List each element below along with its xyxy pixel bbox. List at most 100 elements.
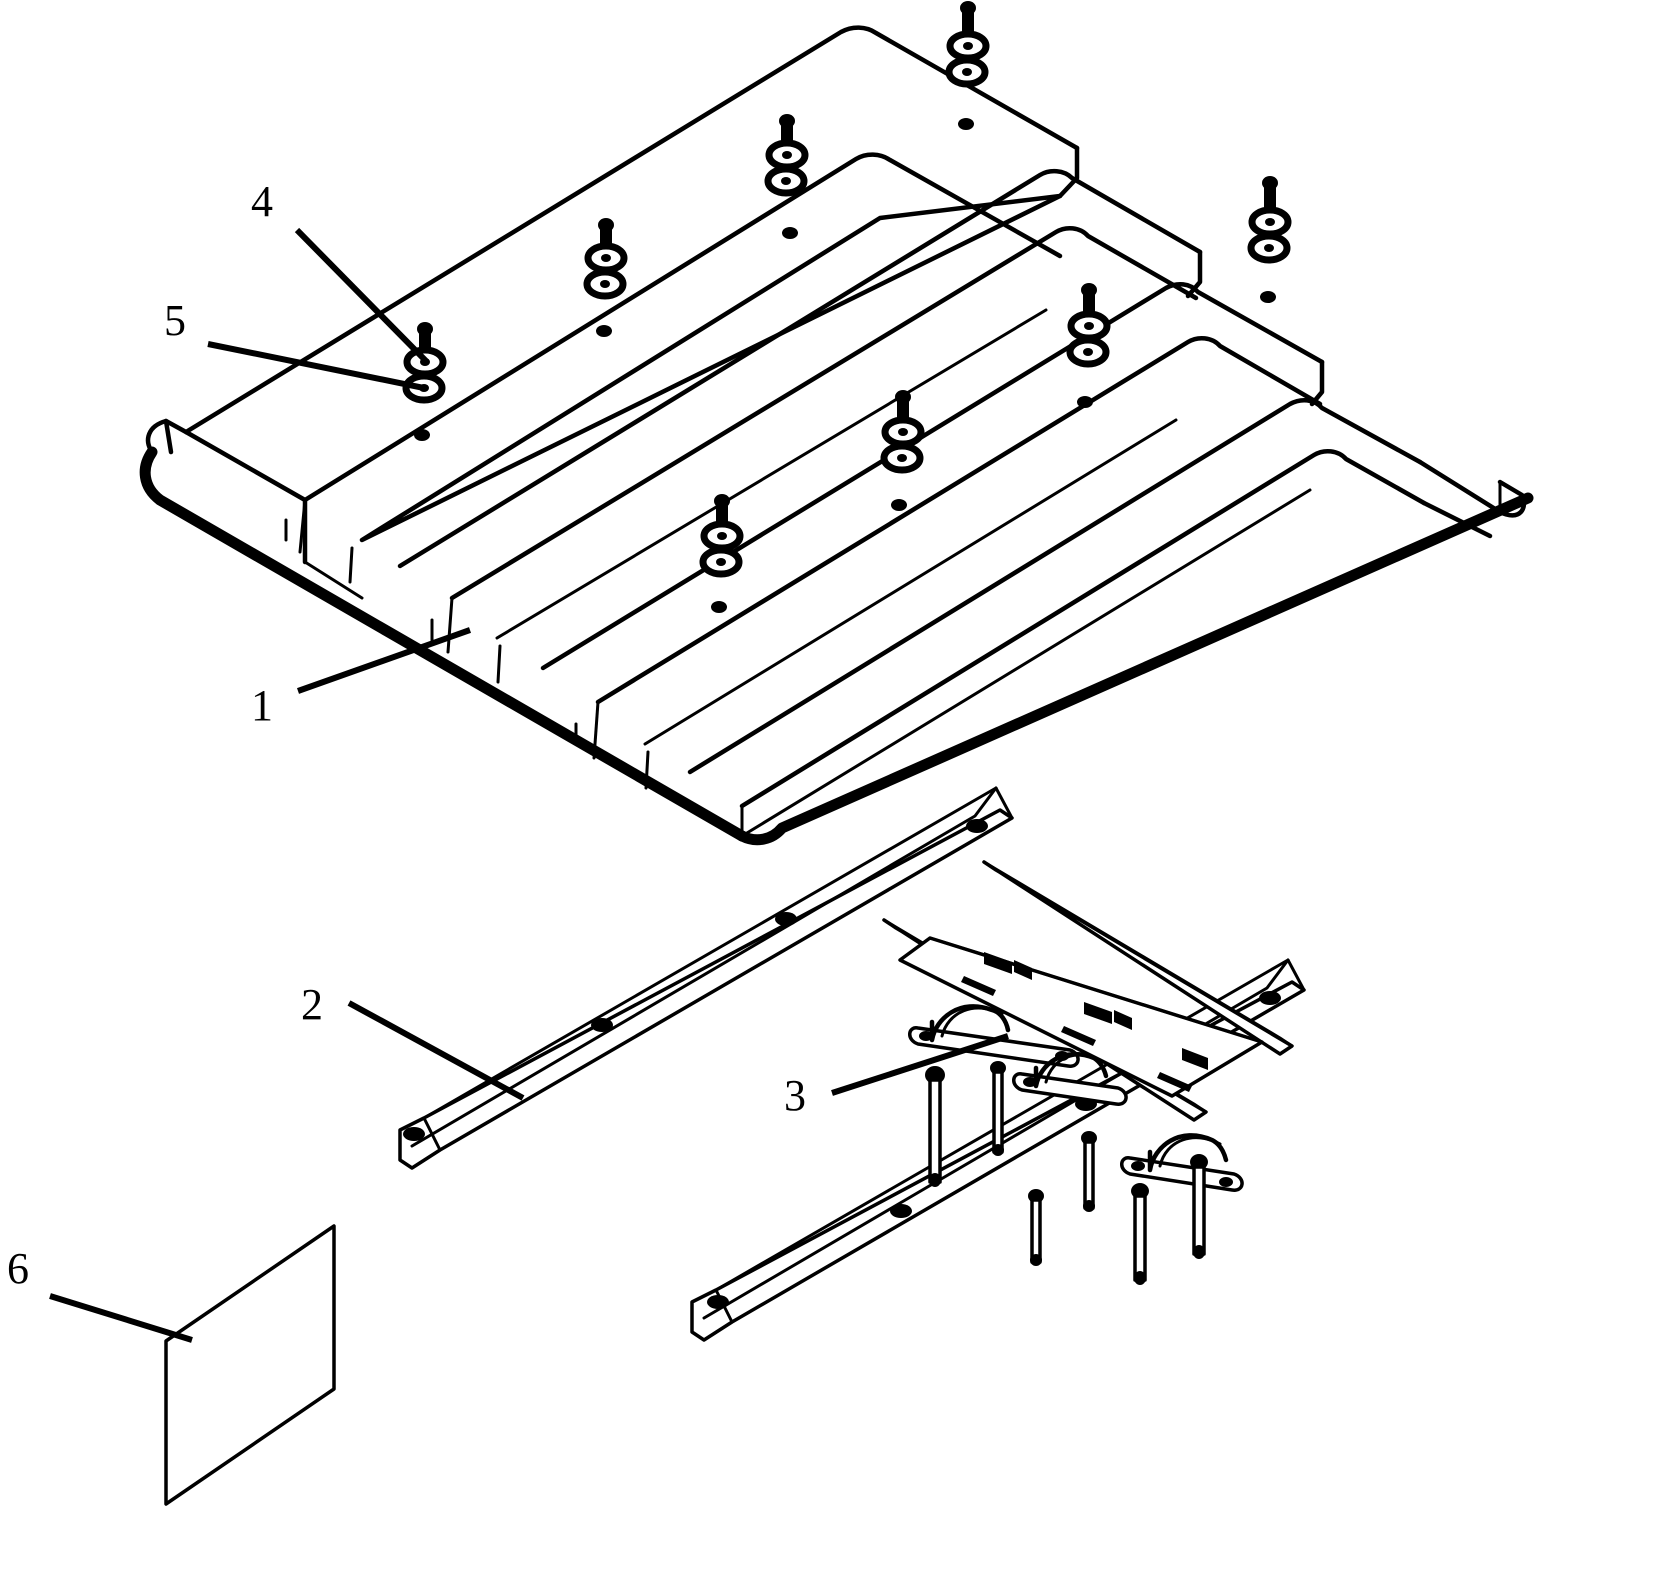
washer-bore [962,68,972,76]
hood-rib3-valley [643,418,1178,746]
plate-slot [1114,1010,1132,1030]
washer-bore [600,280,610,288]
frame-hole [403,1127,425,1141]
washer-bore [717,532,727,540]
frame-rail-left-top [410,786,998,1148]
bolt-tip [929,1173,941,1187]
callout-label-6: 6 [7,1244,29,1293]
plate-slot-tick [961,976,996,996]
hood-rib3-upper-band [540,282,1325,671]
plate-slot [1084,1002,1112,1024]
bolt-shank-icon [992,1070,1004,1154]
callout-leader-1 [296,627,472,694]
washer-bore [1083,348,1093,356]
bolt-shank-icon [1083,1140,1095,1210]
bolt-head-icon [598,218,614,232]
hood-rib2-riser [446,596,454,654]
hood-rib4-upper-band [687,398,1423,775]
hood-hole-dot [891,499,907,511]
frame-hole [707,1295,729,1309]
hood-rib4-valley [740,488,1312,838]
bolt-head-icon [1081,283,1097,297]
callout-leader-6 [49,1293,193,1343]
hood-rib1-top-edge [183,25,1080,435]
fastener-stack [880,390,925,474]
washer-bore [1084,322,1094,330]
fastener-stack [1066,283,1111,368]
callout-label-5: 5 [164,296,186,345]
callout-leader-4 [294,227,430,365]
frame-bolt [990,1061,1006,1156]
hood-hole-dot [414,429,430,441]
fastener-stack [583,218,628,300]
callout-leader-5 [207,341,425,391]
hood-rib1-step-down [1057,145,1080,199]
frame-hole [775,912,797,926]
bolt-head-icon [1262,176,1278,190]
hood-hole-dot [1077,396,1093,408]
bolt-tip [992,1144,1004,1156]
hood-rib3-crest [595,336,1323,705]
bolt-shank-icon [928,1078,942,1184]
hood-hole-dot [711,601,727,613]
washer-bore [897,454,907,462]
hood-rib2-top-edge [359,193,1063,543]
plate-slot-marks [961,952,1208,1092]
clamp-saddle-arc-inner [1158,1136,1222,1168]
frame-bolt [1190,1154,1208,1259]
frame-hole [1259,991,1281,1005]
callout-leader-2 [347,1000,525,1101]
frame-bolt [1028,1189,1044,1266]
decal-plate-face [164,1224,336,1506]
bolt-head-icon [960,1,976,15]
frame-bolt [1131,1183,1149,1285]
decal-plate [164,1224,336,1506]
clamp-saddle-bracket-group [908,1004,1244,1192]
clamp-hole [1131,1161,1145,1171]
washer-bore [782,151,792,159]
washer-bore [716,558,726,566]
frame-hole [966,819,988,833]
plate-slot-tick [1061,1026,1096,1046]
bolt-shank-icon [1192,1165,1206,1256]
hood-rib1-crest [302,152,1063,503]
frame-bolt [925,1066,945,1187]
frame-bolt-group [925,1061,1208,1285]
plate-slot [1014,960,1032,980]
bolt-head-icon [779,114,795,128]
hood-rib1-riser [298,498,307,554]
fastener-stack [699,494,744,578]
hood-hole-dot [1260,291,1276,303]
clamp-hole [1023,1077,1037,1087]
hood-rib3-dash-a [644,750,650,790]
hood-rib2-valley [495,308,1048,640]
bolt-shank-icon [1264,184,1276,210]
hood-rib2-dash-a [496,644,502,684]
hood-hole-dot [782,227,798,239]
washer-bore [898,428,908,436]
clamp-saddle-bracket [1012,1072,1128,1106]
hood-front-rim-edge [139,446,748,842]
callout-group: 1 2 3 4 5 6 [7,177,1009,1343]
hood-left-end-face-b [163,418,174,455]
bolt-shank-icon [1083,291,1095,317]
hood-hole-dot [596,325,612,337]
frame-bolt [1081,1131,1097,1212]
bolt-shank-icon [1133,1194,1147,1282]
bolt-shank-icon [962,8,974,34]
bolt-tip [1083,1200,1095,1212]
plate-slot [1182,1048,1208,1070]
hood-rib2-upper-band [397,168,1203,569]
bolt-head-icon [417,322,433,336]
bolt-head-icon [714,494,730,508]
plate-slot-tick [1157,1072,1192,1092]
hood-hole-dot [958,118,974,130]
clamp-saddle-arc-inner [1044,1053,1102,1084]
bolt-head-icon [895,390,911,404]
frame-hole [591,1018,613,1032]
bolt-tip [1134,1271,1146,1285]
callout-label-2: 2 [301,980,323,1029]
mounting-frame-assembly [398,786,1306,1342]
